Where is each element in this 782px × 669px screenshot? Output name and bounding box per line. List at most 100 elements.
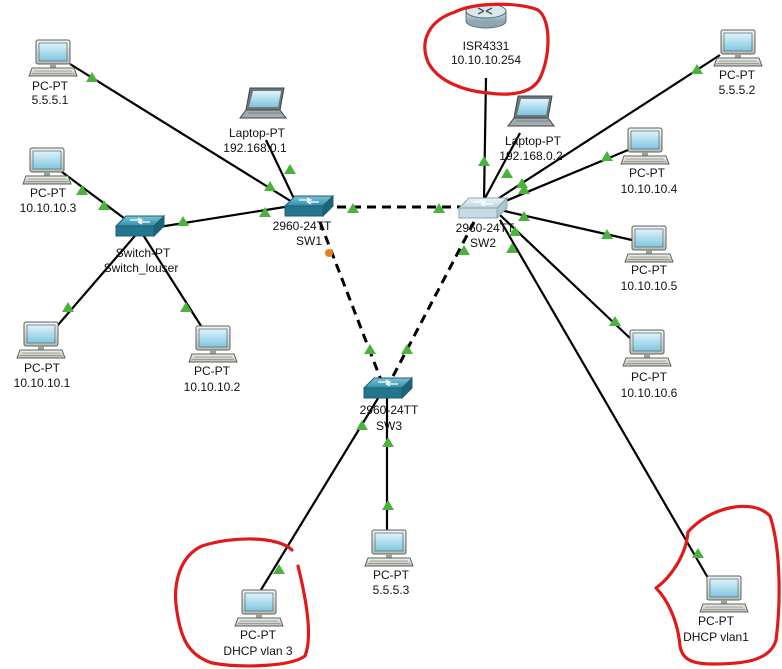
port-indicator (98, 200, 110, 210)
pc-icon (699, 575, 749, 613)
pc-dhcp1-model-label: PC-PT (698, 614, 735, 628)
pc-10-10-10-6[interactable]: PC-PT 10.10.10.6 (621, 329, 678, 400)
port-indicators (62, 64, 704, 574)
pc-555-1-model-label: PC-PT (32, 79, 69, 93)
pc-10-5-model-label: PC-PT (631, 263, 668, 277)
laptop-192-168-0-2[interactable]: Laptop-PT 192.168.0.2 (499, 95, 563, 163)
pc-icon (234, 589, 284, 627)
router-isr4331[interactable]: ISR4331 10.10.10.254 (451, 3, 521, 67)
port-indicator (433, 203, 445, 213)
pc-10-6-ip-label: 10.10.10.6 (621, 386, 678, 400)
pc-10-10-10-5[interactable]: PC-PT 10.10.10.5 (621, 225, 678, 293)
annotation-circle-pc-dhcp-vlan-3 (173, 537, 311, 668)
pc-10-1-ip-label: 10.10.10.1 (14, 376, 71, 390)
port-indicator (518, 211, 530, 221)
sw1-model-label: 2960-24TT (273, 219, 332, 233)
port-indicator (259, 207, 271, 217)
pc-5-5-5-3[interactable]: PC-PT 5.5.5.3 (364, 529, 414, 597)
sw3-model-label: 2960-24TT (360, 403, 419, 417)
pc-icon (713, 29, 763, 67)
link-sw2-router[interactable] (482, 77, 488, 201)
link-sw2-sw3[interactable] (389, 221, 476, 381)
sw3-name-label: SW3 (376, 419, 402, 433)
pc-dhcp-vlan1[interactable]: PC-PT DHCP vlan1 (683, 575, 749, 644)
pc-icon (620, 127, 670, 165)
sw2-name-label: SW2 (470, 236, 496, 250)
link-switch-pt-pc-10-1[interactable] (44, 229, 141, 341)
pc-10-10-10-3[interactable]: PC-PT 10.10.10.3 (20, 147, 77, 215)
pc-10-4-ip-label: 10.10.10.4 (621, 182, 678, 196)
port-indicator (509, 226, 521, 236)
port-indicator (325, 249, 333, 257)
pc-5-5-5-2[interactable]: PC-PT 5.5.5.2 (713, 29, 763, 97)
pc-555-3-ip-label: 5.5.5.3 (373, 583, 410, 597)
pc-10-10-10-2[interactable]: PC-PT 10.10.10.2 (184, 325, 241, 394)
link-sw2-pc-dhcp1[interactable] (499, 219, 709, 579)
port-indicator (609, 316, 621, 326)
switch-icon (363, 377, 413, 399)
pc-10-10-10-1[interactable]: PC-PT 10.10.10.1 (14, 321, 71, 390)
switch-pt-name-label: Switch_louser (104, 261, 179, 275)
link-sw1-sw3[interactable] (318, 221, 383, 381)
pc-icon (364, 529, 414, 567)
link-sw1-laptop1[interactable] (265, 139, 298, 206)
pc-icon (28, 39, 78, 77)
switch-sw3[interactable]: 2960-24TT SW3 (360, 377, 419, 433)
port-indicator (478, 156, 490, 166)
link-sw1-switch-pt[interactable] (139, 203, 298, 232)
pc-icon (622, 329, 672, 367)
pc-10-1-model-label: PC-PT (24, 361, 61, 375)
port-indicator (86, 72, 98, 82)
laptop-192-168-0-1[interactable]: Laptop-PT 192.168.0.1 (223, 87, 287, 155)
pc-5-5-5-1[interactable]: PC-PT 5.5.5.1 (28, 39, 78, 107)
link-sw2-pc-10-6[interactable] (499, 214, 633, 341)
port-indicator (601, 151, 613, 161)
pc-dhcp1-ip-label: DHCP vlan1 (683, 630, 749, 644)
pc-dhcp-vlan-3[interactable]: PC-PT DHCP vlan 3 (223, 589, 293, 658)
laptop1-ip-label: 192.168.0.1 (223, 141, 287, 155)
router-ip-label: 10.10.10.254 (451, 53, 521, 67)
pc-555-3-model-label: PC-PT (373, 568, 410, 582)
switch-sw1[interactable]: 2960-24TT SW1 (273, 195, 334, 248)
port-indicator (364, 344, 376, 354)
laptop2-model-label: Laptop-PT (505, 134, 562, 148)
sw2-model-label: 2960-24TT (456, 221, 515, 235)
pc-555-2-ip-label: 5.5.5.2 (719, 83, 756, 97)
port-indicator (401, 344, 413, 354)
port-indicator (501, 168, 513, 178)
sw1-name-label: SW1 (296, 234, 322, 248)
port-indicator (177, 216, 189, 226)
pc-10-3-model-label: PC-PT (30, 186, 67, 200)
port-indicator (601, 229, 613, 239)
pc-10-10-10-4[interactable]: PC-PT 10.10.10.4 (620, 127, 678, 196)
port-indicator (382, 500, 394, 510)
link-sw2-pc-555-2[interactable] (495, 54, 721, 201)
switch-sw2[interactable]: 2960-24TT SW2 (456, 197, 515, 250)
pc-10-4-model-label: PC-PT (629, 166, 666, 180)
laptop-icon (507, 95, 555, 127)
port-indicator (347, 203, 359, 213)
port-indicator (518, 184, 530, 194)
port-indicator (382, 437, 394, 447)
port-indicator (180, 302, 192, 312)
port-indicator (356, 420, 368, 430)
link-sw1-pc-555-1[interactable] (69, 63, 298, 206)
pc-10-2-model-label: PC-PT (194, 364, 231, 378)
switch-pt-louser[interactable]: Switch-PT Switch_louser (104, 215, 179, 275)
pc-icon (188, 325, 238, 363)
port-indicator (273, 564, 285, 574)
switch-pt-model-label: Switch-PT (116, 246, 171, 260)
pc-555-1-ip-label: 5.5.5.1 (32, 93, 69, 107)
link-sw2-laptop2[interactable] (483, 132, 521, 201)
laptop1-model-label: Laptop-PT (229, 126, 286, 140)
switch-icon (115, 215, 165, 237)
annotation-circle-pc-dhcp-vlan1 (654, 504, 781, 666)
pc-dhcp3-model-label: PC-PT (240, 628, 277, 642)
pc-10-2-ip-label: 10.10.10.2 (184, 380, 241, 394)
pc-10-3-ip-label: 10.10.10.3 (20, 201, 77, 215)
port-indicator (62, 302, 74, 312)
port-indicator (691, 64, 703, 74)
link-switch-pt-pc-10-2[interactable] (139, 229, 211, 341)
pc-555-2-model-label: PC-PT (719, 68, 756, 82)
